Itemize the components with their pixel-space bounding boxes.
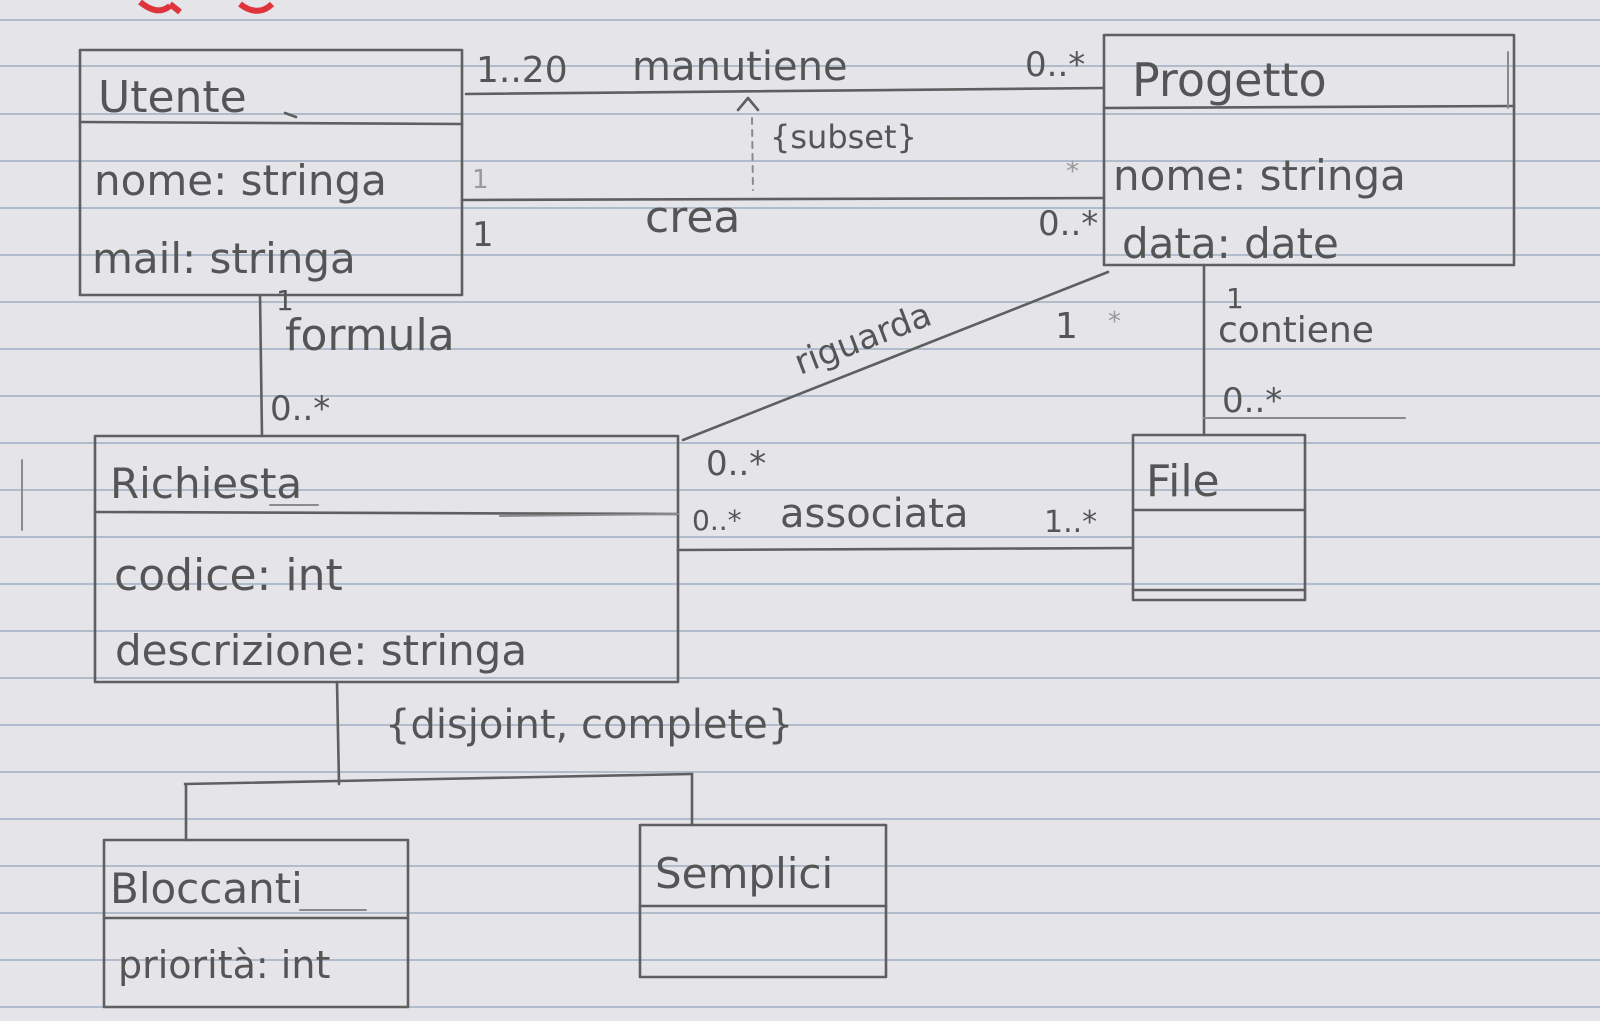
assoc-contiene-mult-source: 1 <box>1226 282 1244 315</box>
assoc-associata-mult-source: 0..* <box>692 504 742 537</box>
assoc-formula-mult-source: 1 <box>276 284 294 317</box>
assoc-associata-mult-target: 1..* <box>1044 505 1097 540</box>
class-progetto-name: Progetto <box>1132 53 1327 107</box>
class-file: File <box>1131 433 1307 602</box>
class-utente-attr-1: nome: stringa <box>94 156 387 205</box>
faint-mult-left: 1 <box>472 165 489 195</box>
assoc-associata-label: associata <box>780 491 968 537</box>
assoc-manutiene-mult-source: 1..20 <box>476 50 568 91</box>
red-ink-mark <box>138 0 275 15</box>
assoc-crea-label: crea <box>645 192 740 243</box>
assoc-manutiene-mult-target: 0..* <box>1025 45 1085 85</box>
assoc-subset-label: {subset} <box>770 118 917 156</box>
class-file-name: File <box>1146 456 1220 507</box>
class-utente-attr-2: mail: stringa <box>92 234 356 283</box>
assoc-riguarda: riguarda 1 * 0..* <box>681 270 1121 484</box>
class-richiesta-attr-2: descrizione: stringa <box>115 626 527 675</box>
assoc-contiene-label: contiene <box>1218 310 1374 351</box>
assoc-crea: 1 * 1 crea 0..* <box>460 157 1106 255</box>
faint-mult-right: * <box>1066 157 1079 187</box>
class-progetto-attr-1: nome: stringa <box>1113 151 1406 200</box>
faint-riguarda-mark: * <box>1108 307 1121 337</box>
assoc-crea-mult-source: 1 <box>472 215 494 255</box>
class-semplici-name: Semplici <box>655 849 833 898</box>
class-bloccanti: Bloccanti priorità: int <box>102 838 410 1009</box>
assoc-riguarda-mult-target: 1 <box>1055 306 1078 347</box>
class-utente: Utente nome: stringa mail: stringa <box>78 48 464 297</box>
notebook-rules <box>0 19 1600 1008</box>
assoc-manutiene-label: manutiene <box>632 44 848 90</box>
assoc-contiene-mult-target: 0..* <box>1222 381 1282 421</box>
assoc-formula-mult-target: 0..* <box>270 389 330 429</box>
class-bloccanti-name: Bloccanti <box>110 864 303 913</box>
assoc-manutiene: 1..20 manutiene 0..* <box>464 44 1106 96</box>
class-progetto: Progetto nome: stringa data: date <box>1102 33 1516 268</box>
class-richiesta: Richiesta codice: int descrizione: strin… <box>93 434 680 684</box>
assoc-riguarda-mult-source: 0..* <box>706 444 766 484</box>
assoc-subset-constraint: {subset} <box>736 96 917 191</box>
generalization-constraint: {disjoint, complete} <box>385 702 793 748</box>
class-progetto-attr-2: data: date <box>1122 219 1339 268</box>
class-utente-name: Utente <box>98 72 247 123</box>
class-richiesta-attr-1: codice: int <box>114 550 343 601</box>
assoc-formula-label: formula <box>285 310 455 361</box>
class-richiesta-name: Richiesta <box>110 459 302 508</box>
class-semplici: Semplici <box>638 823 888 979</box>
assoc-associata: 0..* associata 1..* <box>499 491 1135 552</box>
assoc-formula: 1 formula 0..* <box>258 284 455 438</box>
assoc-crea-mult-target: 0..* <box>1038 204 1098 244</box>
generalization-richiesta: {disjoint, complete} <box>183 680 793 842</box>
assoc-contiene: 1 contiene 0..* <box>1202 263 1406 437</box>
class-bloccanti-attr-1: priorità: int <box>118 943 330 987</box>
